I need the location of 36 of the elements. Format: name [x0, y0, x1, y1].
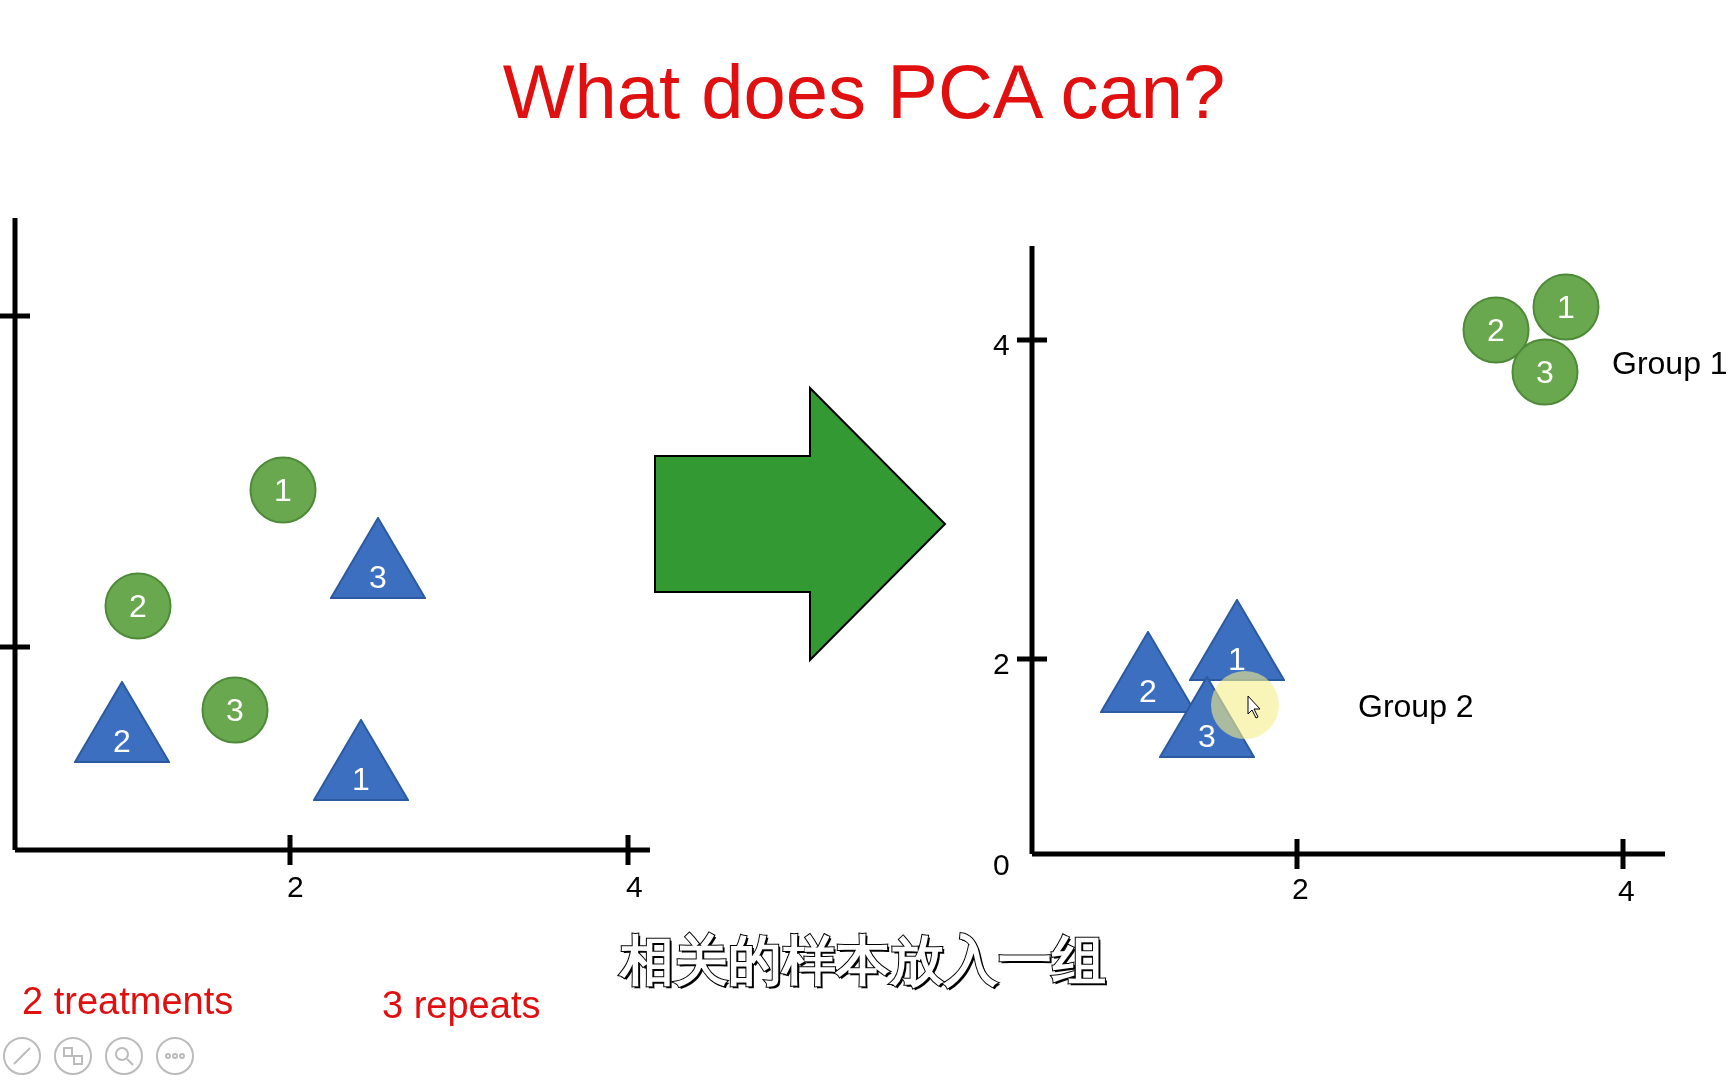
- group-label: Group 1: [1612, 345, 1728, 382]
- marker-number: 1: [351, 761, 371, 797]
- circle-marker: [104, 572, 172, 640]
- note-text: 2 treatments: [22, 980, 234, 1023]
- marker-number: 3: [1535, 354, 1555, 390]
- triangle-marker: [1189, 599, 1285, 681]
- group-label: Group 2: [1358, 688, 1474, 725]
- marker-number: 2: [1138, 673, 1158, 709]
- tick-label: 4: [626, 870, 643, 904]
- circle-marker: [1511, 338, 1579, 406]
- circle-marker: [1532, 273, 1600, 341]
- marker-number: 1: [1227, 641, 1247, 677]
- circle-marker: [201, 676, 269, 744]
- marker-number: 3: [225, 692, 245, 728]
- marker-number: 3: [368, 559, 388, 595]
- marker-number: 2: [128, 588, 148, 624]
- tick-label: 4: [993, 328, 1010, 362]
- triangle-marker: [313, 719, 409, 801]
- marker-number: 3: [1197, 718, 1217, 754]
- note-text: 3 repeats: [382, 984, 541, 1027]
- marker-number: 2: [112, 723, 132, 759]
- block-arrow: [654, 385, 947, 663]
- tick-label: 2: [287, 870, 304, 904]
- triangle-marker: [74, 681, 170, 763]
- tick-label: 2: [1292, 872, 1309, 906]
- marker-number: 1: [273, 472, 293, 508]
- marker-number: 2: [1486, 312, 1506, 348]
- circle-marker: [249, 456, 317, 524]
- circle-marker: [1462, 296, 1530, 364]
- tick-label: 2: [993, 647, 1010, 681]
- triangle-marker: [1159, 676, 1255, 758]
- marker-number: 1: [1556, 289, 1576, 325]
- slide-title: What does PCA can?: [501, 48, 1227, 135]
- tick-label: 4: [1618, 874, 1635, 908]
- triangle-marker: [330, 517, 426, 599]
- tick-label: 0: [993, 848, 1010, 882]
